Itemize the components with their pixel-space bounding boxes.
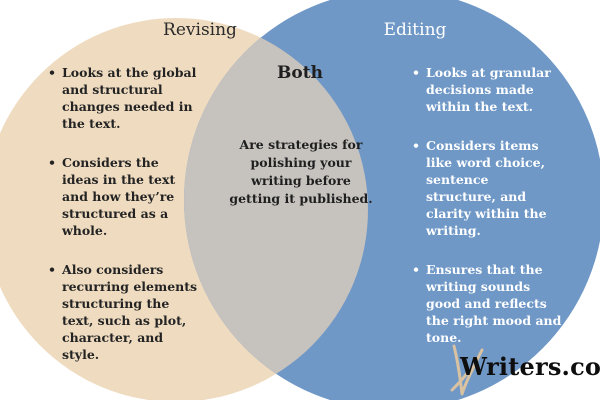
editing-point: Looks at granular decisions made within … [412, 64, 562, 115]
revising-point: Looks at the global and structural chang… [48, 64, 198, 132]
logo-text: Writers.com [460, 352, 600, 381]
both-title: Both [277, 63, 323, 83]
revising-point: Considers the ideas in the text and how … [48, 154, 198, 239]
revising-points: Looks at the global and structural chang… [48, 64, 198, 385]
revising-point: Also considers recurring elements struct… [48, 261, 198, 363]
overlap-region [184, 18, 368, 400]
quill-mark-icon [450, 344, 484, 396]
editing-point: Ensures that the writing sounds good and… [412, 261, 562, 346]
editing-points: Looks at granular decisions made within … [412, 64, 562, 368]
both-description: Are strategies for polishing your writin… [229, 137, 373, 206]
revising-title: Revising [163, 20, 237, 40]
writers-logo[interactable]: Writers.com [440, 340, 600, 396]
editing-point: Considers items like word choice, senten… [412, 137, 562, 239]
editing-title: Editing [383, 20, 447, 40]
